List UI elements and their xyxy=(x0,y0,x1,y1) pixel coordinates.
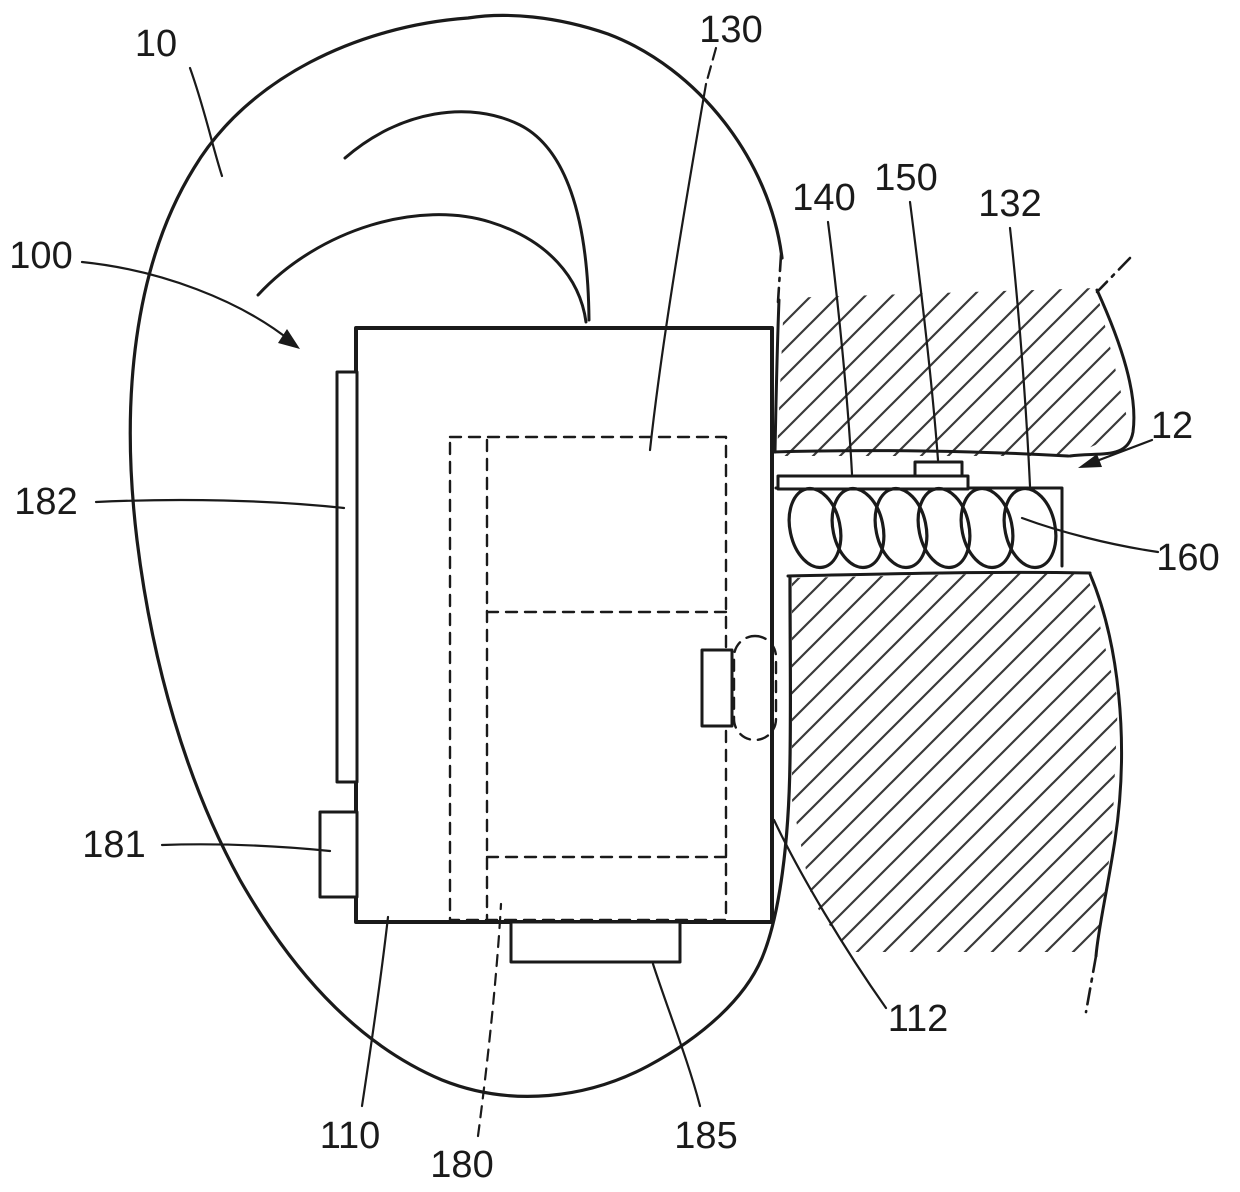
coil-loop xyxy=(787,486,843,570)
leader-130-phantom xyxy=(704,46,718,86)
label-130: 130 xyxy=(699,9,762,51)
canal-sensor-bump xyxy=(913,460,964,478)
label-140: 140 xyxy=(792,177,855,219)
leader-132 xyxy=(1008,226,1032,488)
leader-140 xyxy=(826,220,854,476)
leader-150 xyxy=(908,200,940,462)
canal-wall-lower xyxy=(786,570,1092,578)
outline-group xyxy=(128,13,1136,1098)
ear-outline xyxy=(128,13,793,1098)
upper-tissue-hatch xyxy=(777,288,1130,456)
coil-loop xyxy=(959,486,1015,570)
label-100: 100 xyxy=(9,235,72,277)
phantom-lines xyxy=(776,253,1132,1014)
leader-160 xyxy=(1020,516,1160,554)
label-181: 181 xyxy=(82,824,145,866)
arrowhead-100 xyxy=(278,329,300,349)
phantom-line-lower-right xyxy=(1084,954,1098,1014)
label-110: 110 xyxy=(320,1115,381,1157)
phantom-line-canal-top xyxy=(776,253,783,304)
coil-loop xyxy=(873,486,929,570)
retention-coil xyxy=(787,486,1058,570)
skin-surface-lower-right xyxy=(1088,572,1124,958)
reference-labels: 10 100 130 140 150 132 12 182 160 181 11… xyxy=(9,9,1219,1186)
label-12: 12 xyxy=(1151,405,1193,447)
device-side-plate xyxy=(335,370,359,784)
leader-130 xyxy=(648,82,708,452)
leader-181 xyxy=(160,843,332,853)
skin-edge-upper xyxy=(773,298,781,454)
leader-10 xyxy=(188,66,224,178)
receiver-block xyxy=(700,648,734,728)
leader-185 xyxy=(651,962,702,1108)
device-bottom-port xyxy=(509,920,682,964)
lower-tissue-hatch xyxy=(792,572,1118,952)
label-182: 182 xyxy=(14,481,77,523)
helix-curve-inner xyxy=(256,213,588,324)
receiver-capsule-dashed xyxy=(732,634,778,742)
coil-loop xyxy=(916,486,972,570)
leader-110 xyxy=(360,915,390,1108)
phantom-line-upper-right xyxy=(1095,256,1132,294)
hatch-regions xyxy=(777,288,1130,952)
coil-loop xyxy=(1002,486,1058,570)
leader-182 xyxy=(94,498,346,510)
label-180: 180 xyxy=(430,1144,493,1186)
label-10: 10 xyxy=(135,23,177,65)
leader-180 xyxy=(476,902,503,1138)
label-112: 112 xyxy=(888,998,949,1040)
helix-curve-outer xyxy=(343,110,591,322)
leader-112 xyxy=(772,818,888,1010)
coil-loop xyxy=(830,486,886,570)
label-185: 185 xyxy=(674,1115,737,1157)
arrowhead-12 xyxy=(1078,454,1102,468)
device-housing xyxy=(354,326,774,924)
canal-wall-upper xyxy=(770,449,1070,458)
label-150: 150 xyxy=(874,157,937,199)
skin-surface-upper-right xyxy=(1068,288,1136,458)
leader-100 xyxy=(80,260,294,344)
label-160: 160 xyxy=(1156,537,1219,579)
label-132: 132 xyxy=(978,183,1041,225)
leader-lines xyxy=(80,46,1160,1138)
canal-plate xyxy=(776,474,970,491)
device-button-block xyxy=(318,810,359,899)
